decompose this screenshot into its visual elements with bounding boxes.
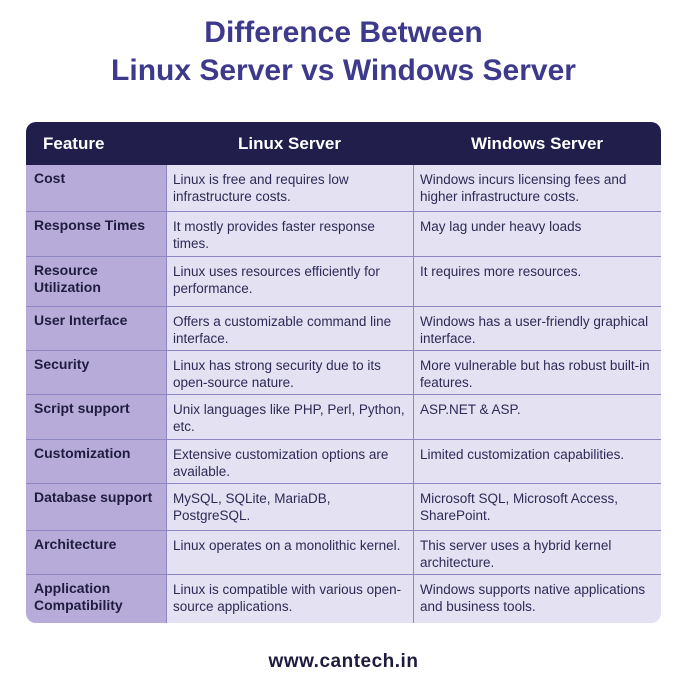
windows-cell: Windows incurs licensing fees and higher…: [413, 165, 661, 212]
table-row: Response Times It mostly provides faster…: [26, 212, 661, 257]
table-row: Resource Utilization Linux uses resource…: [26, 257, 661, 307]
table-row: User Interface Offers a customizable com…: [26, 307, 661, 351]
table-row: Cost Linux is free and requires low infr…: [26, 165, 661, 212]
row-divider: [26, 306, 661, 307]
feature-cell: Cost: [26, 165, 166, 212]
linux-cell: It mostly provides faster response times…: [166, 212, 413, 257]
windows-cell: It requires more resources.: [413, 257, 661, 307]
row-divider: [26, 530, 661, 531]
row-divider: [26, 439, 661, 440]
header-feature: Feature: [43, 134, 105, 153]
website-url: www.cantech.in: [268, 651, 419, 672]
feature-cell: Database support: [26, 484, 166, 531]
linux-cell: Offers a customizable command line inter…: [166, 307, 413, 351]
table-row: Architecture Linux operates on a monolit…: [26, 531, 661, 575]
feature-cell: Resource Utilization: [26, 257, 166, 307]
windows-cell: Windows has a user-friendly graphical in…: [413, 307, 661, 351]
linux-cell: Linux has strong security due to its ope…: [166, 351, 413, 395]
table-row: Script support Unix languages like PHP, …: [26, 395, 661, 440]
title-line-1: Difference Between: [204, 16, 483, 49]
linux-cell: Linux uses resources efficiently for per…: [166, 257, 413, 307]
title-line-2: Linux Server vs Windows Server: [111, 54, 576, 87]
windows-cell: Limited customization capabilities.: [413, 440, 661, 484]
linux-cell: Linux operates on a monolithic kernel.: [166, 531, 413, 575]
linux-cell: Extensive customization options are avai…: [166, 440, 413, 484]
windows-cell: May lag under heavy loads: [413, 212, 661, 257]
page-title: Difference Between Linux Server vs Windo…: [0, 14, 687, 90]
linux-cell: Unix languages like PHP, Perl, Python, e…: [166, 395, 413, 440]
feature-cell: User Interface: [26, 307, 166, 351]
row-divider: [26, 574, 661, 575]
feature-cell: Application Compatibility: [26, 575, 166, 623]
row-divider: [26, 394, 661, 395]
table-row: Security Linux has strong security due t…: [26, 351, 661, 395]
linux-cell: Linux is free and requires low infrastru…: [166, 165, 413, 212]
header-linux-server: Linux Server: [238, 134, 341, 153]
feature-cell: Architecture: [26, 531, 166, 575]
table-row: Customization Extensive customization op…: [26, 440, 661, 484]
windows-cell: This server uses a hybrid kernel archite…: [413, 531, 661, 575]
feature-cell: Script support: [26, 395, 166, 440]
row-divider: [26, 483, 661, 484]
windows-cell: Windows supports native applications and…: [413, 575, 661, 623]
windows-cell: Microsoft SQL, Microsoft Access, SharePo…: [413, 484, 661, 531]
row-divider: [26, 256, 661, 257]
row-divider: [26, 350, 661, 351]
table-row: Application Compatibility Linux is compa…: [26, 575, 661, 623]
linux-cell: Linux is compatible with various open-so…: [166, 575, 413, 623]
linux-cell: MySQL, SQLite, MariaDB, PostgreSQL.: [166, 484, 413, 531]
comparison-table: Feature Linux Server Windows Server Cost…: [26, 122, 661, 623]
windows-cell: More vulnerable but has robust built-in …: [413, 351, 661, 395]
table-row: Database support MySQL, SQLite, MariaDB,…: [26, 484, 661, 531]
feature-cell: Customization: [26, 440, 166, 484]
feature-cell: Response Times: [26, 212, 166, 257]
windows-cell: ASP.NET & ASP.: [413, 395, 661, 440]
row-divider: [26, 211, 661, 212]
table-header: Feature Linux Server Windows Server: [26, 122, 661, 165]
header-windows-server: Windows Server: [470, 134, 604, 153]
feature-cell: Security: [26, 351, 166, 395]
